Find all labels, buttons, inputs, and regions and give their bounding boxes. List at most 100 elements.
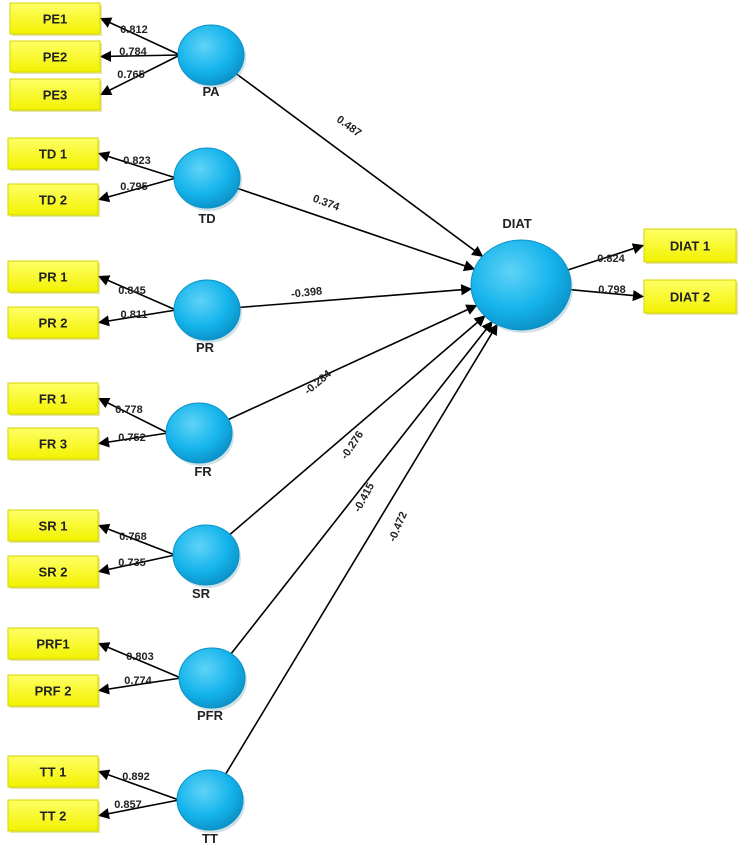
path-coefficient: -0.472 [387,510,410,543]
indicator-box [7,509,99,542]
loading-value: 0.845 [118,285,146,297]
loading-value: 0.857 [114,799,142,811]
indicator-label: SR 1 [39,519,68,534]
indicator-pr1: PR 1 [7,260,100,294]
indicator-label: TT 1 [40,765,67,780]
loading-arrow-prf2 [97,677,182,695]
indicator-label: PR 2 [39,316,68,331]
indicator-label: PE3 [43,88,68,103]
indicator-label: PE2 [43,50,68,65]
indicator-box [7,799,99,832]
indicator-prf1: PRF1 [7,627,100,661]
loading-arrow-pe3 [99,54,181,96]
latent-bubble [173,147,241,209]
latent-bubble [178,647,246,709]
indicator-diat2: DIAT 2 [643,279,738,315]
loading-value: 0.823 [123,155,151,167]
indicator-fr3: FR 3 [7,427,100,461]
indicator-box [7,627,99,660]
loading-value: 0.774 [124,675,152,687]
loading-arrow-tt2 [97,799,180,820]
latent-label: PR [196,340,215,355]
loading-value: 0.803 [126,651,154,663]
loading-value: 0.892 [122,771,150,783]
loading-value: 0.778 [115,404,143,416]
latent-bubble [165,402,233,464]
loading-value: 0.798 [598,284,626,296]
indicator-box [7,137,99,170]
indicator-label: PE1 [43,12,68,27]
indicator-label: PRF 2 [35,684,72,699]
indicator-label: PR 1 [39,270,68,285]
indicator-label: DIAT 1 [670,239,710,254]
indicator-fr1: FR 1 [7,382,100,416]
latent-bubble [173,279,241,341]
indicator-label: TD 1 [39,147,67,162]
latent-label: TT [202,831,218,846]
indicator-box [7,183,99,216]
path-coefficient: -0.284 [302,368,334,398]
indicator-pe2: PE2 [9,40,102,74]
latent-diat: DIAT [470,216,573,333]
loading-value: 0.795 [120,181,148,193]
latent-label: SR [192,586,211,601]
latent-label: PA [202,84,220,99]
indicator-box [7,260,99,293]
indicator-box [9,78,101,111]
latent-pfr: PFR [178,647,247,723]
path-coefficient: 0.487 [334,114,363,140]
indicator-box [7,674,99,707]
latent-bubble [172,524,240,586]
path-arrow-pfr [230,320,493,655]
indicator-td1: TD 1 [7,137,100,171]
path-arrow-pr [239,284,473,309]
latent-bubble [470,239,572,331]
loading-arrow-pr1 [97,275,177,311]
indicator-tt2: TT 2 [7,799,100,833]
loading-arrow-td2 [97,177,177,203]
indicator-box [7,755,99,788]
loading-value: 0.784 [119,46,147,58]
loading-arrow-sr2 [97,554,176,575]
indicator-label: TD 2 [39,193,67,208]
path-coefficient: 0.374 [311,193,342,214]
latent-label: DIAT [502,216,531,231]
loading-arrow-pr2 [97,309,177,327]
loading-arrow-diat1 [567,243,645,271]
indicator-sr1: SR 1 [7,509,100,543]
indicator-tt1: TT 1 [7,755,100,789]
loading-arrow-td1 [97,151,177,179]
indicator-box [7,555,99,588]
loading-arrow-tt1 [97,769,180,801]
loading-value: 0.752 [118,432,146,444]
loading-arrow-prf1 [97,642,182,679]
indicator-pe1: PE1 [9,2,102,36]
path-coefficient: -0.398 [291,285,323,300]
latent-bubble [177,24,245,86]
indicator-label: DIAT 2 [670,290,710,305]
indicator-box [643,228,737,263]
loading-value: 0.812 [120,24,148,36]
path-arrow-fr [228,304,478,421]
loading-arrow-diat2 [570,288,645,302]
path-coefficient: -0.276 [339,429,366,462]
loading-value: 0.768 [119,531,147,543]
latent-bubble [176,769,244,831]
latent-td: TD [173,147,242,226]
loading-value: 0.765 [117,69,145,81]
path-arrow-tt [225,323,498,775]
latent-pa: PA [177,24,246,99]
latent-label: TD [198,211,215,226]
path-arrow-pa [236,73,484,258]
loading-value: 0.824 [597,253,625,265]
loading-arrow-pe2 [99,50,181,62]
loading-arrow-fr3 [97,432,169,448]
indicator-label: FR 1 [39,392,67,407]
indicator-box [9,2,101,35]
indicator-box [643,279,737,314]
indicator-box [9,40,101,73]
indicator-pr2: PR 2 [7,306,100,340]
indicator-td2: TD 2 [7,183,100,217]
indicator-label: PRF1 [36,637,69,652]
